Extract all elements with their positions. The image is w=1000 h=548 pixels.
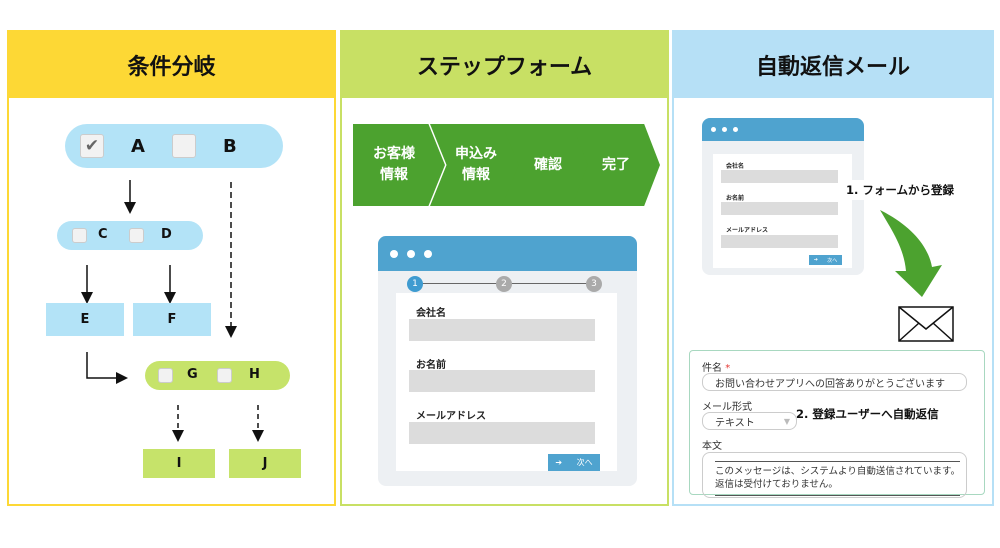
company-label: 会社名 <box>726 163 745 170</box>
branch-gh: G H <box>145 361 290 390</box>
step-label: 申込み 情報 <box>455 146 497 183</box>
step-label: お客様 情報 <box>373 146 415 183</box>
next-button[interactable]: ➔ 次へ <box>809 255 842 265</box>
step-form-window: 1 2 3 会社名 お名前 メールアドレス ➔ 次へ <box>378 236 637 486</box>
arrow-right-icon: ➔ <box>813 257 818 263</box>
branch-cd: C D <box>57 221 203 250</box>
arrow-right-icon: ➔ <box>555 458 563 467</box>
email-input[interactable] <box>721 235 838 248</box>
label-a: A <box>131 136 145 157</box>
panel-title: ステップフォーム <box>342 32 667 98</box>
mini-form-window: 会社名 お名前 メールアドレス ➔ 次へ <box>702 118 864 275</box>
mail-settings-card: 件名 * お問い合わせアプリへの回答ありがとうございます メール形式 テキスト ▼… <box>689 350 985 498</box>
label-h: H <box>249 367 260 382</box>
step2-label: 2. 登録ユーザーへ自動返信 <box>796 407 939 421</box>
window-dot <box>733 127 738 132</box>
label-g: G <box>187 367 198 382</box>
step-customer-info: お客様 情報 <box>353 124 445 206</box>
checkbox-d[interactable] <box>129 228 144 243</box>
checkbox-g[interactable] <box>158 368 173 383</box>
checkbox-h[interactable] <box>217 368 232 383</box>
window-titlebar <box>378 236 637 271</box>
step-label: 完了 <box>602 156 630 173</box>
email-input[interactable] <box>409 422 595 444</box>
name-label: お名前 <box>416 360 446 371</box>
box-f: F <box>133 303 211 336</box>
name-input[interactable] <box>721 202 838 215</box>
step-indicator-2: 2 <box>496 276 512 292</box>
auto-reply-panel: 自動返信メール <box>672 30 994 506</box>
next-label: 次へ <box>827 257 838 264</box>
subject-input[interactable]: お問い合わせアプリへの回答ありがとうございます <box>702 373 967 391</box>
checkbox-c[interactable] <box>72 228 87 243</box>
checkbox-a-checked[interactable]: ✔ <box>80 134 104 158</box>
curved-arrow-icon <box>880 210 942 297</box>
box-e: E <box>46 303 124 336</box>
format-label: メール形式 <box>702 402 752 413</box>
branch-ab: ✔ A B <box>65 124 283 168</box>
required-mark: * <box>725 363 731 374</box>
name-input[interactable] <box>409 370 595 392</box>
email-label: メールアドレス <box>416 411 486 422</box>
step-label: 確認 <box>534 156 562 173</box>
body-textarea[interactable]: このメッセージは、システムより自動送信されています。 返信は受付けておりません。 <box>702 452 967 498</box>
email-label: メールアドレス <box>726 227 769 234</box>
format-value: テキスト <box>715 417 755 429</box>
step-indicator-1: 1 <box>407 276 423 292</box>
next-label: 次へ <box>576 458 593 467</box>
step-indicator-3: 3 <box>586 276 602 292</box>
window-dot <box>711 127 716 132</box>
company-input[interactable] <box>409 319 595 341</box>
step-application-info: 申込み 情報 <box>430 124 522 206</box>
next-button[interactable]: ➔ 次へ <box>548 454 600 471</box>
window-dot <box>407 249 415 258</box>
company-label: 会社名 <box>416 308 446 319</box>
subject-label-text: 件名 <box>702 363 722 374</box>
window-dot <box>390 249 398 258</box>
branch-arrows <box>81 180 264 442</box>
checkbox-b[interactable] <box>172 134 196 158</box>
box-j: J <box>229 449 301 478</box>
subject-label: 件名 * <box>702 359 730 374</box>
envelope-icon <box>898 306 954 342</box>
label-c: C <box>98 227 108 242</box>
panel-title: 自動返信メール <box>674 32 992 98</box>
name-label: お名前 <box>726 195 745 202</box>
chevron-down-icon: ▼ <box>783 416 790 426</box>
step1-label: 1. フォームから登録 <box>844 180 957 200</box>
label-b: B <box>223 136 237 157</box>
company-input[interactable] <box>721 170 838 183</box>
window-dot <box>722 127 727 132</box>
step-form-panel: ステップフォーム <box>340 30 669 506</box>
format-select[interactable]: テキスト ▼ <box>702 412 797 430</box>
panel-title: 条件分岐 <box>9 32 334 98</box>
window-dot <box>424 249 432 258</box>
conditional-branch-panel: 条件分岐 <box>7 30 336 506</box>
label-d: D <box>161 227 172 242</box>
body-label: 本文 <box>702 441 722 452</box>
box-i: I <box>143 449 215 478</box>
window-titlebar <box>702 118 864 141</box>
body-text: このメッセージは、システムより自動送信されています。 返信は受付けておりません。 <box>715 461 961 496</box>
